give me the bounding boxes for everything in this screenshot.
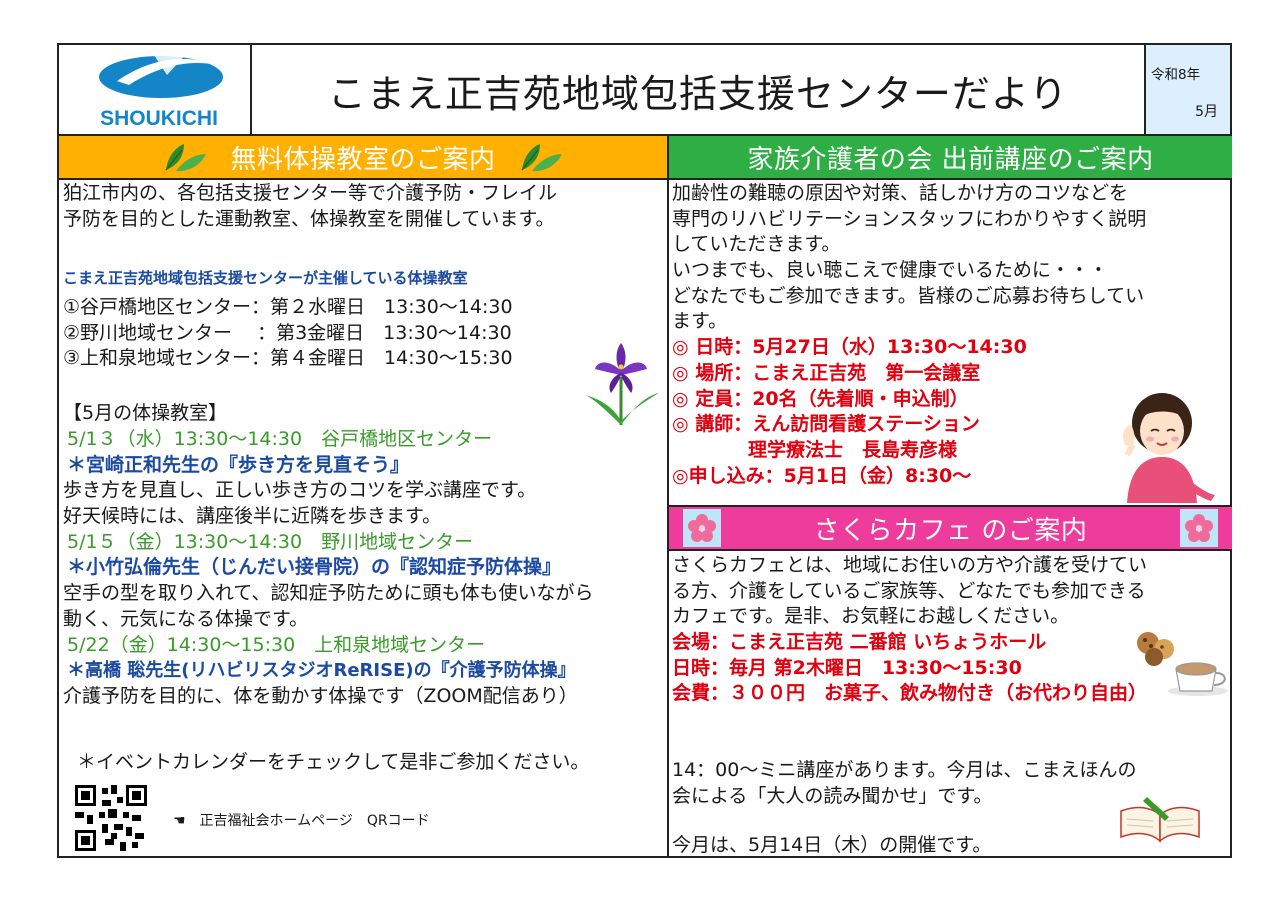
sakura-icon xyxy=(1180,509,1218,547)
lecture-line: 専門のリハビリテーションスタッフにわかりやすく説明 xyxy=(672,207,1147,230)
lecture-detail: ◎ 場所：こまえ正吉苑 第一会議室 xyxy=(672,361,981,384)
issue-month: 5月 xyxy=(1195,104,1218,120)
sakura-cafe-body: さくらカフェとは、地域にお住いの方や介護を受けてい る方、介護をしているご家族等… xyxy=(672,553,1147,707)
host-class-list: ①谷戸橋地区センター：第２水曜日 13:30～14:30 ②野川地域センター ：… xyxy=(63,295,513,372)
lecture-detail: ◎ 定員：20名（先着順・申込制） xyxy=(672,387,969,410)
issue-year: 令和8年 xyxy=(1151,67,1201,83)
intro-line: 狛江市内の、各包括支援センター等で介護予防・フレイル xyxy=(63,182,558,204)
lecture-line: 加齢性の難聴の原因や対策、話しかけ方のコツなどを xyxy=(672,182,1129,204)
leaf-icon xyxy=(521,144,562,172)
host-classes-heading: こまえ正吉苑地域包括支援センターが主催している体操教室 xyxy=(63,269,468,287)
lecture-line: していただきます。 xyxy=(672,233,841,256)
may-classes-heading: 【5月の体操教室】 xyxy=(63,402,228,424)
exercise-class-banner: 無料体操教室のご案内 xyxy=(59,136,667,178)
exercise-class-banner-title: 無料体操教室のご案内 xyxy=(230,144,496,175)
may-class-desc: 歩き方を見直し、正しい歩き方のコツを学ぶ講座です。 xyxy=(63,479,537,502)
exercise-intro: 狛江市内の、各包括支援センター等で介護予防・フレイル 予防を目的とした運動教室、… xyxy=(63,181,557,232)
cafe-line: る方、介護をしているご家族等、どなたでも参加できる xyxy=(672,579,1146,602)
issue-date-box: 令和8年 5月 xyxy=(1146,45,1230,135)
lecture-line: いつまでも、良い聴こえで健康でいるために・・・ xyxy=(672,259,1108,282)
intro-line: 予防を目的とした運動教室、体操教室を開催しています。 xyxy=(63,207,555,230)
lecture-line: どなたでもご参加できます。皆様のご応募お待ちしてい xyxy=(672,284,1145,307)
cafe-line: さくらカフェとは、地域にお住いの方や介護を受けてい xyxy=(672,554,1148,576)
leaf-icon xyxy=(166,144,207,172)
lecture-detail: 理学療法士 長島寿彦様 xyxy=(672,438,958,461)
may-class-date: 5/1５（金）13:30～14:30 野川地域センター xyxy=(67,530,474,553)
open-book-icon xyxy=(1120,797,1200,843)
event-calendar-note: ＊イベントカレンダーをチェックして是非ご参加ください。 xyxy=(77,751,590,773)
cafe-detail: 会場：こまえ正吉苑 二番館 いちょうホール xyxy=(672,631,1047,654)
coffee-and-cookies-icon xyxy=(1137,632,1228,696)
iris-flower-icon xyxy=(585,343,659,425)
sakura-cafe-banner-title: さくらカフェ のご案内 xyxy=(813,515,1088,546)
may-class-desc: 動く、元気になる体操です。 xyxy=(63,607,309,630)
sakura-cafe-banner: さくらカフェ のご案内 xyxy=(669,507,1232,549)
may-class-list: 5/1３（水）13:30～14:30 谷戸橋地区センター ＊宮崎正和先生の『歩き… xyxy=(63,427,593,710)
lecture-line: ます。 xyxy=(672,310,728,333)
sakura-icon xyxy=(683,509,721,547)
caregiver-lecture-body: 加齢性の難聴の原因や対策、話しかけ方のコツなどを 専門のリハビリテーションスタッ… xyxy=(672,181,1146,489)
cafe-detail: 会費：３００円 お菓子、飲み物付き（お代わり自由） xyxy=(672,682,1148,705)
may-class-date: 5/1３（水）13:30～14:30 谷戸橋地区センター xyxy=(67,428,493,450)
host-class-item: ①谷戸橋地区センター：第２水曜日 13:30～14:30 xyxy=(63,296,513,318)
this-month-date: 今月は、5月14日（木）の開催です。 xyxy=(672,834,992,856)
homepage-qr-label: ☚ 正吉福祉会ホームページ QRコード xyxy=(173,813,430,829)
may-class-date: 5/22（金）14:30～15:30 上和泉地域センター xyxy=(67,633,486,656)
lecture-detail: ◎ 講師：えん訪問看護ステーション xyxy=(672,413,980,436)
newsletter-frame: SHOUKICHI こまえ正吉苑地域包括支援センターだより 令和8年 5月 無料… xyxy=(57,43,1232,858)
qr-code-icon[interactable] xyxy=(75,785,147,851)
host-class-item: ③上和泉地域センター：第４金曜日 14:30～15:30 xyxy=(63,347,513,370)
may-class-teacher: ＊宮崎正和先生の『歩き方を見直そう』 xyxy=(67,453,410,476)
caregiver-lecture-banner: 家族介護者の会 出前講座のご案内 xyxy=(669,136,1232,178)
may-class-teacher: ＊高橋 聡先生(リハビリスタジオReRISE)の『介護予防体操』 xyxy=(67,660,576,682)
cafe-line: カフェです。是非、お気軽にお越しください。 xyxy=(672,605,1070,628)
page-title-box: こまえ正吉苑地域包括支援センターだより xyxy=(252,45,1144,135)
page-title: こまえ正吉苑地域包括支援センターだより xyxy=(327,71,1069,116)
mini-lecture-line: 14：00～ミニ講座があります。今月は、こまえほんの xyxy=(672,759,1137,781)
lecture-detail: ◎申し込み：5月1日（金）8:30～ xyxy=(672,464,972,487)
shoukichi-logo-icon: SHOUKICHI xyxy=(99,53,223,130)
cafe-detail: 日時：毎月 第2木曜日 13:30～15:30 xyxy=(672,656,1022,679)
may-class-teacher: ＊小竹弘倫先生（じんだい接骨院）の『認知症予防体操』 xyxy=(67,556,562,579)
woman-listening-icon xyxy=(1123,393,1215,503)
logo-text: SHOUKICHI xyxy=(100,107,218,130)
mini-lecture-line: 会による「大人の読み聞かせ」です。 xyxy=(672,784,993,807)
lecture-detail: ◎ 日時：5月27日（水）13:30～14:30 xyxy=(672,336,1027,359)
logo: SHOUKICHI xyxy=(59,45,250,135)
caregiver-lecture-banner-title: 家族介護者の会 出前講座のご案内 xyxy=(747,144,1154,175)
may-class-desc: 空手の型を取り入れて、認知症予防ために頭も体も使いながら xyxy=(63,582,594,605)
may-class-desc: 介護予防を目的に、体を動かす体操です（ZOOM配信あり） xyxy=(63,684,578,707)
may-class-desc: 好天候時には、講座後半に近隣を歩きます。 xyxy=(63,505,442,528)
mini-lecture-note: 14：00～ミニ講座があります。今月は、こまえほんの 会による「大人の読み聞かせ… xyxy=(672,758,1136,809)
host-class-item: ②野川地域センター ：第3金曜日 13:30～14:30 xyxy=(63,321,512,344)
